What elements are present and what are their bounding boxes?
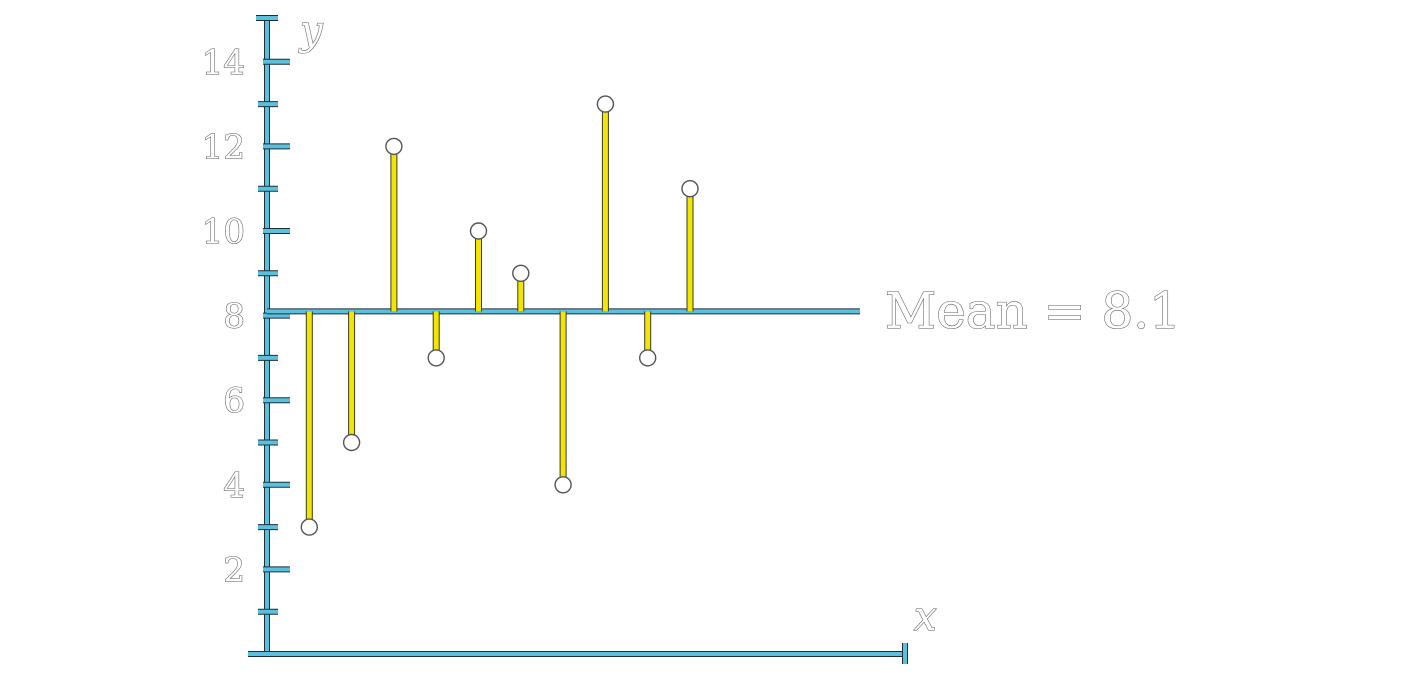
data-point (300, 518, 318, 536)
data-point (554, 476, 572, 494)
y-tick-label: 10 (202, 212, 245, 252)
y-axis-label: y (298, 8, 324, 54)
y-tick-label: 8 (223, 297, 245, 337)
y-ticks: 2 4 6 8 10 12 14 (201, 42, 290, 615)
data-point (469, 222, 488, 240)
data-point (681, 179, 699, 198)
x-axis-label: x (914, 594, 937, 640)
y-tick-label: 14 (202, 43, 245, 83)
points (300, 95, 699, 536)
data-point (639, 349, 657, 367)
y-tick-label: 2 (223, 550, 245, 590)
y-tick-label: 12 (202, 127, 245, 167)
y-tick-label: 4 (223, 466, 245, 506)
axes (248, 15, 908, 664)
stems (305, 104, 694, 528)
labels: y x Mean = 8.1 (297, 7, 1181, 640)
data-point (596, 95, 615, 113)
y-tick-label: 6 (223, 381, 245, 421)
data-point (385, 137, 403, 156)
data-point (427, 349, 445, 367)
data-point (512, 264, 530, 282)
mean-label: Mean = 8.1 (885, 282, 1181, 340)
data-point (342, 433, 361, 452)
